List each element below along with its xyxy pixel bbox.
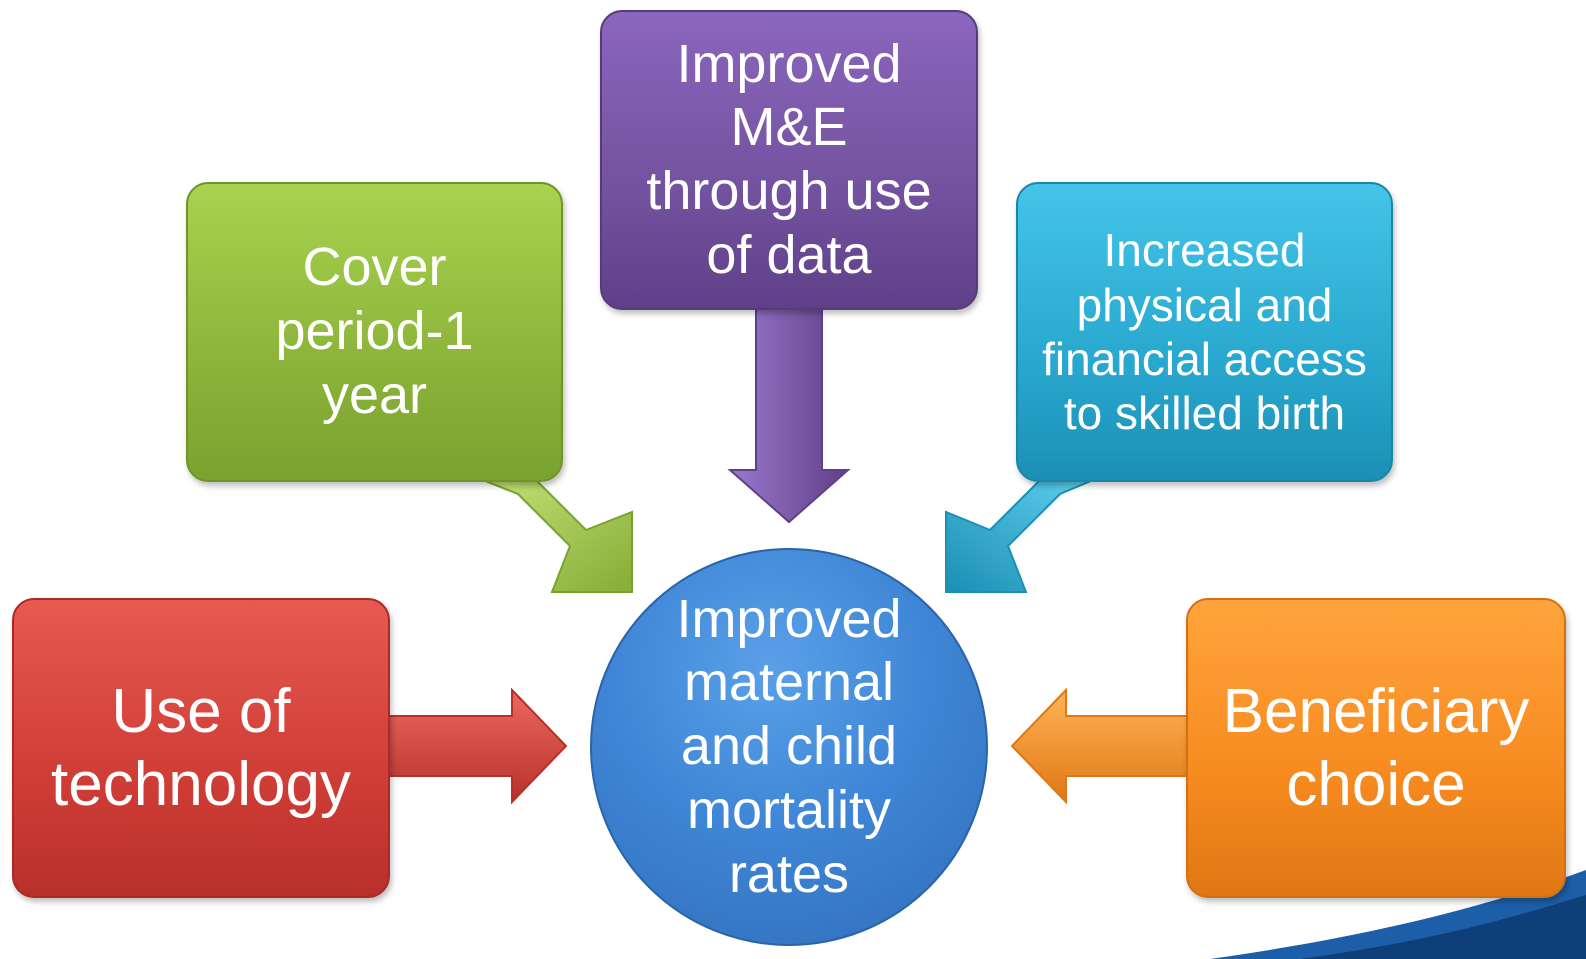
center-outcome-circle: Improved maternal and child mortality ra… [590,548,988,946]
node-line: choice [1286,750,1466,819]
node-line: financial access [1042,333,1367,385]
arrow-green [477,477,633,593]
arrow-red [384,687,568,805]
node-line: to skilled birth [1063,387,1346,440]
node-line: Increased [1103,224,1306,277]
node-line: year [321,364,428,425]
node-improved-me-text: Improved M&E through use of data [646,33,931,288]
node-line: through use [646,161,932,221]
node-line: Beneficiary [1222,676,1530,746]
node-increased-access: Increased physical and financial access … [1016,182,1393,482]
node-beneficiary-choice-text: Beneficiary choice [1223,675,1530,821]
node-increased-access-text: Increased physical and financial access … [1042,223,1367,440]
arrow-orange [1010,687,1193,805]
center-outcome-text: Improved maternal and child mortality ra… [676,588,901,907]
decorative-swoosh-dark [1300,895,1586,959]
node-line: Use of [111,676,291,746]
node-line: of data [706,224,872,285]
node-improved-me: Improved M&E through use of data [600,10,978,310]
node-line: M&E [730,97,848,158]
node-cover-period-text: Cover period-1 year [275,236,473,427]
center-line: mortality [686,779,891,840]
node-line: Cover [302,237,447,298]
center-line: Improved [676,588,902,649]
node-line: period-1 [275,301,474,362]
arrow-cyan [945,477,1099,593]
node-beneficiary-choice: Beneficiary choice [1186,598,1566,898]
center-line: rates [728,843,850,904]
node-cover-period: Cover period-1 year [186,182,563,482]
node-use-of-technology-text: Use of technology [51,675,351,821]
node-line: physical and [1076,278,1333,331]
center-line: maternal [683,652,895,713]
arrow-purple [727,304,851,524]
center-line: and child [680,716,898,777]
node-line: Improved [676,33,902,94]
node-line: technology [51,750,351,819]
node-use-of-technology: Use of technology [12,598,390,898]
